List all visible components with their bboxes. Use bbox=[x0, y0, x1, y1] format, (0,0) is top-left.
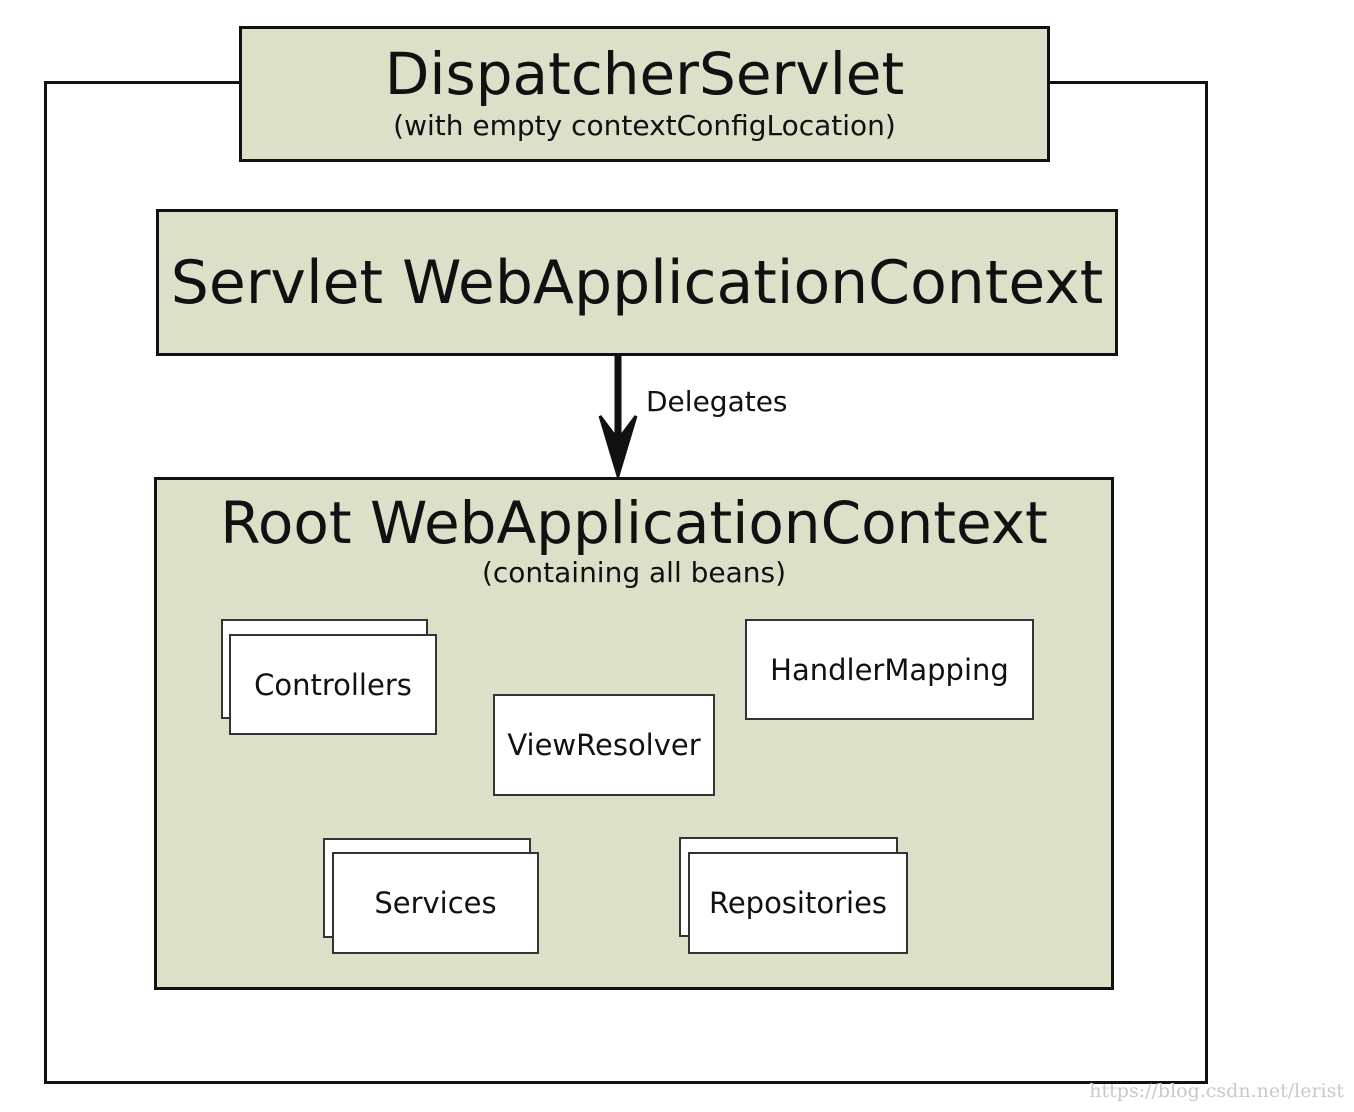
viewresolver-box: ViewResolver bbox=[493, 694, 715, 796]
services-box: Services bbox=[332, 852, 539, 954]
root-webapplicationcontext-title: Root WebApplicationContext bbox=[220, 489, 1048, 557]
controllers-box: Controllers bbox=[229, 634, 437, 735]
dispatcher-servlet-subtitle: (with empty contextConfigLocation) bbox=[393, 109, 896, 142]
root-webapplicationcontext-subtitle: (containing all beans) bbox=[481, 556, 787, 589]
controllers-label: Controllers bbox=[254, 667, 412, 702]
dispatcher-servlet-title: DispatcherServlet bbox=[384, 40, 905, 108]
delegates-arrow-icon bbox=[598, 356, 638, 480]
viewresolver-label: ViewResolver bbox=[507, 728, 701, 762]
services-label: Services bbox=[374, 886, 497, 920]
repositories-box: Repositories bbox=[688, 852, 908, 954]
delegates-label: Delegates bbox=[646, 385, 788, 418]
watermark-text: https://blog.csdn.net/lerist bbox=[1089, 1080, 1344, 1102]
handlermapping-box: HandlerMapping bbox=[745, 619, 1034, 720]
handlermapping-label: HandlerMapping bbox=[770, 652, 1009, 687]
servlet-webapplicationcontext-title: Servlet WebApplicationContext bbox=[170, 248, 1104, 318]
repositories-label: Repositories bbox=[708, 886, 888, 920]
servlet-webapplicationcontext-box: Servlet WebApplicationContext bbox=[156, 209, 1118, 356]
dispatcher-servlet-box: DispatcherServlet (with empty contextCon… bbox=[239, 26, 1050, 162]
